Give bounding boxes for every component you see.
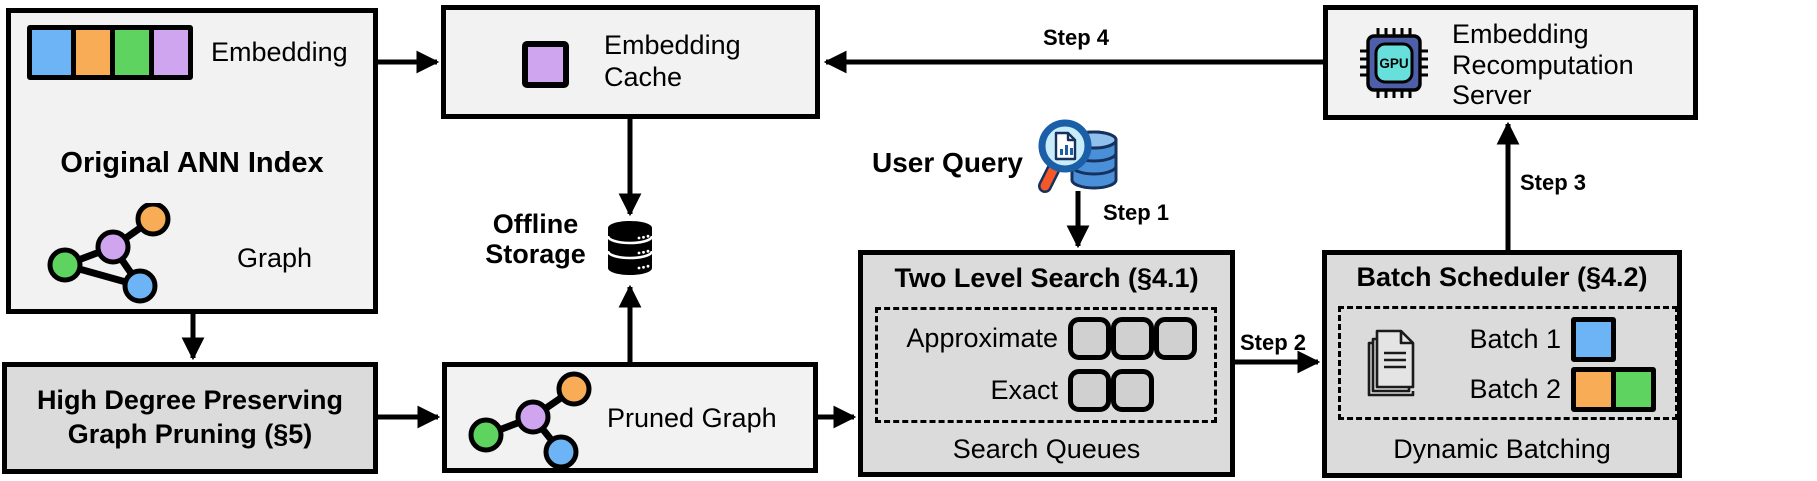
- embedding-cell-orange: [71, 30, 110, 75]
- batch-item-blue: [1571, 317, 1616, 362]
- approximate-queue-label: Approximate: [906, 322, 1058, 353]
- pruned-graph-icon: [468, 371, 592, 469]
- search-queues-panel: Approximate Exact: [875, 307, 1217, 423]
- batch-scheduler-title: Batch Scheduler (§4.2): [1356, 262, 1648, 292]
- graph-icon: [47, 203, 171, 304]
- queue-slot: [1154, 317, 1197, 360]
- queue-slot: [1068, 369, 1111, 412]
- cached-embedding-icon: [522, 41, 569, 88]
- two-level-search-box: Two Level Search (§4.1) Approximate Exac…: [858, 250, 1235, 477]
- user-query-label: User Query: [872, 147, 1023, 178]
- batch-1-items: [1571, 317, 1616, 362]
- gpu-text: GPU: [1379, 56, 1408, 71]
- search-queues-caption: Search Queues: [952, 434, 1141, 465]
- high-degree-pruning-line1: High Degree Preserving: [36, 385, 344, 416]
- step-4-label: Step 4: [1043, 25, 1110, 50]
- step-3-label: Step 3: [1520, 170, 1587, 195]
- high-degree-pruning-line2: Graph Pruning (§5): [67, 419, 313, 449]
- stacked-documents-icon: [1367, 329, 1415, 397]
- recomputation-server-label: Embedding Recomputation Server: [1452, 19, 1634, 110]
- embedding-cell-blue: [32, 30, 71, 75]
- batch-scheduler-box: Batch Scheduler (§4.2) Batch 1: [1322, 250, 1682, 478]
- embedding-label: Embedding: [211, 37, 348, 67]
- graph-label: Graph: [237, 243, 313, 273]
- embedding-cache-label: Embedding Cache: [604, 30, 741, 92]
- gpu-chip-icon: GPU: [1360, 28, 1428, 98]
- approximate-queue-slots: [1068, 317, 1197, 360]
- batch-2-items: [1571, 367, 1656, 412]
- embedding-cell-green: [110, 30, 149, 75]
- exact-queue-slots: [1068, 369, 1154, 412]
- batch-item-orange: [1571, 367, 1616, 412]
- user-query-icon: [1038, 119, 1118, 193]
- high-degree-pruning-box: High Degree Preserving Graph Pruning (§5…: [2, 362, 378, 474]
- embedding-cache-box: Embedding Cache: [441, 5, 820, 119]
- offline-storage-label: Offline Storage: [485, 209, 586, 269]
- step-1-label: Step 1: [1103, 200, 1170, 225]
- queue-slot: [1111, 369, 1154, 412]
- two-level-search-title: Two Level Search (§4.1): [894, 263, 1199, 293]
- dynamic-batching-panel: Batch 1 Batch 2: [1338, 306, 1678, 420]
- original-ann-index-title: Original ANN Index: [60, 147, 324, 179]
- queue-slot: [1068, 317, 1111, 360]
- recomputation-server-box: GPU Embedding Recomputation Server: [1323, 5, 1698, 120]
- queue-slot: [1111, 317, 1154, 360]
- original-ann-index-box: Embedding Original ANN Index Graph: [6, 8, 378, 314]
- step-2-label: Step 2: [1240, 330, 1307, 355]
- embedding-cell-purple: [149, 30, 188, 75]
- batch-2-label: Batch 2: [1469, 373, 1561, 404]
- pruned-graph-label: Pruned Graph: [607, 403, 777, 433]
- dynamic-batching-caption: Dynamic Batching: [1393, 434, 1611, 465]
- exact-queue-label: Exact: [990, 374, 1058, 405]
- batch-item-green: [1611, 367, 1656, 412]
- batch-1-label: Batch 1: [1469, 323, 1561, 354]
- pruned-graph-box: Pruned Graph: [442, 362, 818, 473]
- embedding-vector-icon: [27, 25, 193, 80]
- database-icon: [606, 221, 654, 275]
